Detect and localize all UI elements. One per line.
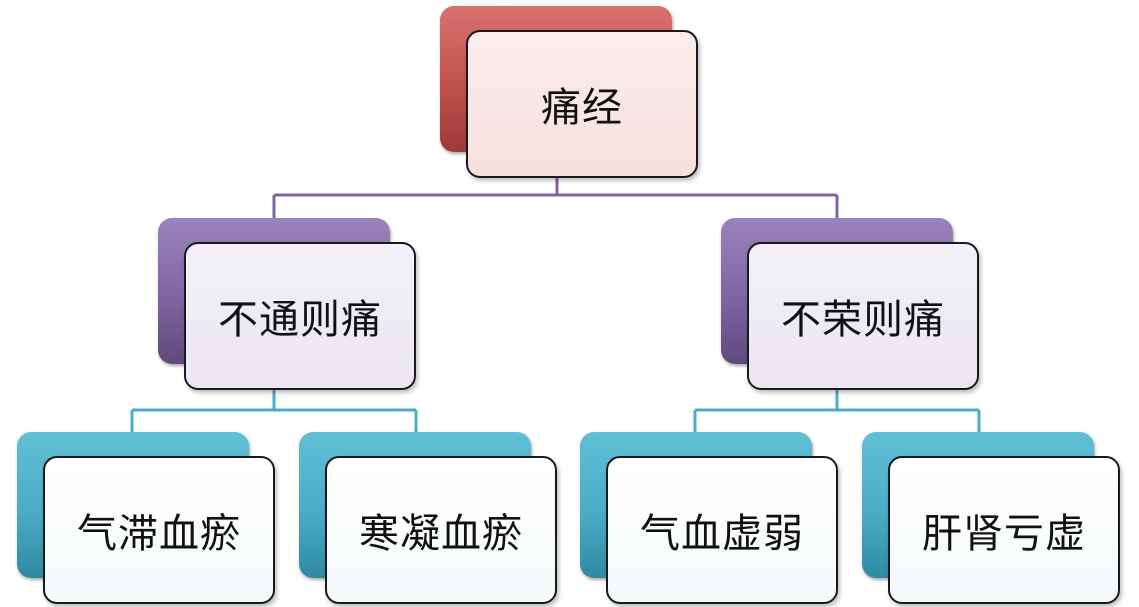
- node-branch-1-label: 不通则痛: [218, 297, 382, 343]
- connector-branch-left: [130, 390, 418, 432]
- node-root-label: 痛经: [541, 85, 623, 131]
- node-leaf-1-label: 气滞血瘀: [77, 511, 241, 557]
- node-leaf-2-box: 寒凝血瘀: [325, 456, 557, 604]
- node-leaf-4-label: 肝肾亏虚: [922, 511, 1086, 557]
- node-leaf-4-box: 肝肾亏虚: [888, 456, 1120, 604]
- connector-branch-right: [693, 390, 981, 432]
- node-leaf-2-label: 寒凝血瘀: [359, 511, 523, 557]
- connector-root: [272, 178, 839, 218]
- node-branch-1-box: 不通则痛: [184, 242, 416, 390]
- node-branch-2-label: 不荣则痛: [781, 297, 945, 343]
- node-leaf-3-box: 气血虚弱: [606, 456, 838, 604]
- node-root-box: 痛经: [466, 30, 698, 178]
- node-leaf-1-box: 气滞血瘀: [43, 456, 275, 604]
- node-leaf-3-label: 气血虚弱: [640, 511, 804, 557]
- node-branch-2-box: 不荣则痛: [747, 242, 979, 390]
